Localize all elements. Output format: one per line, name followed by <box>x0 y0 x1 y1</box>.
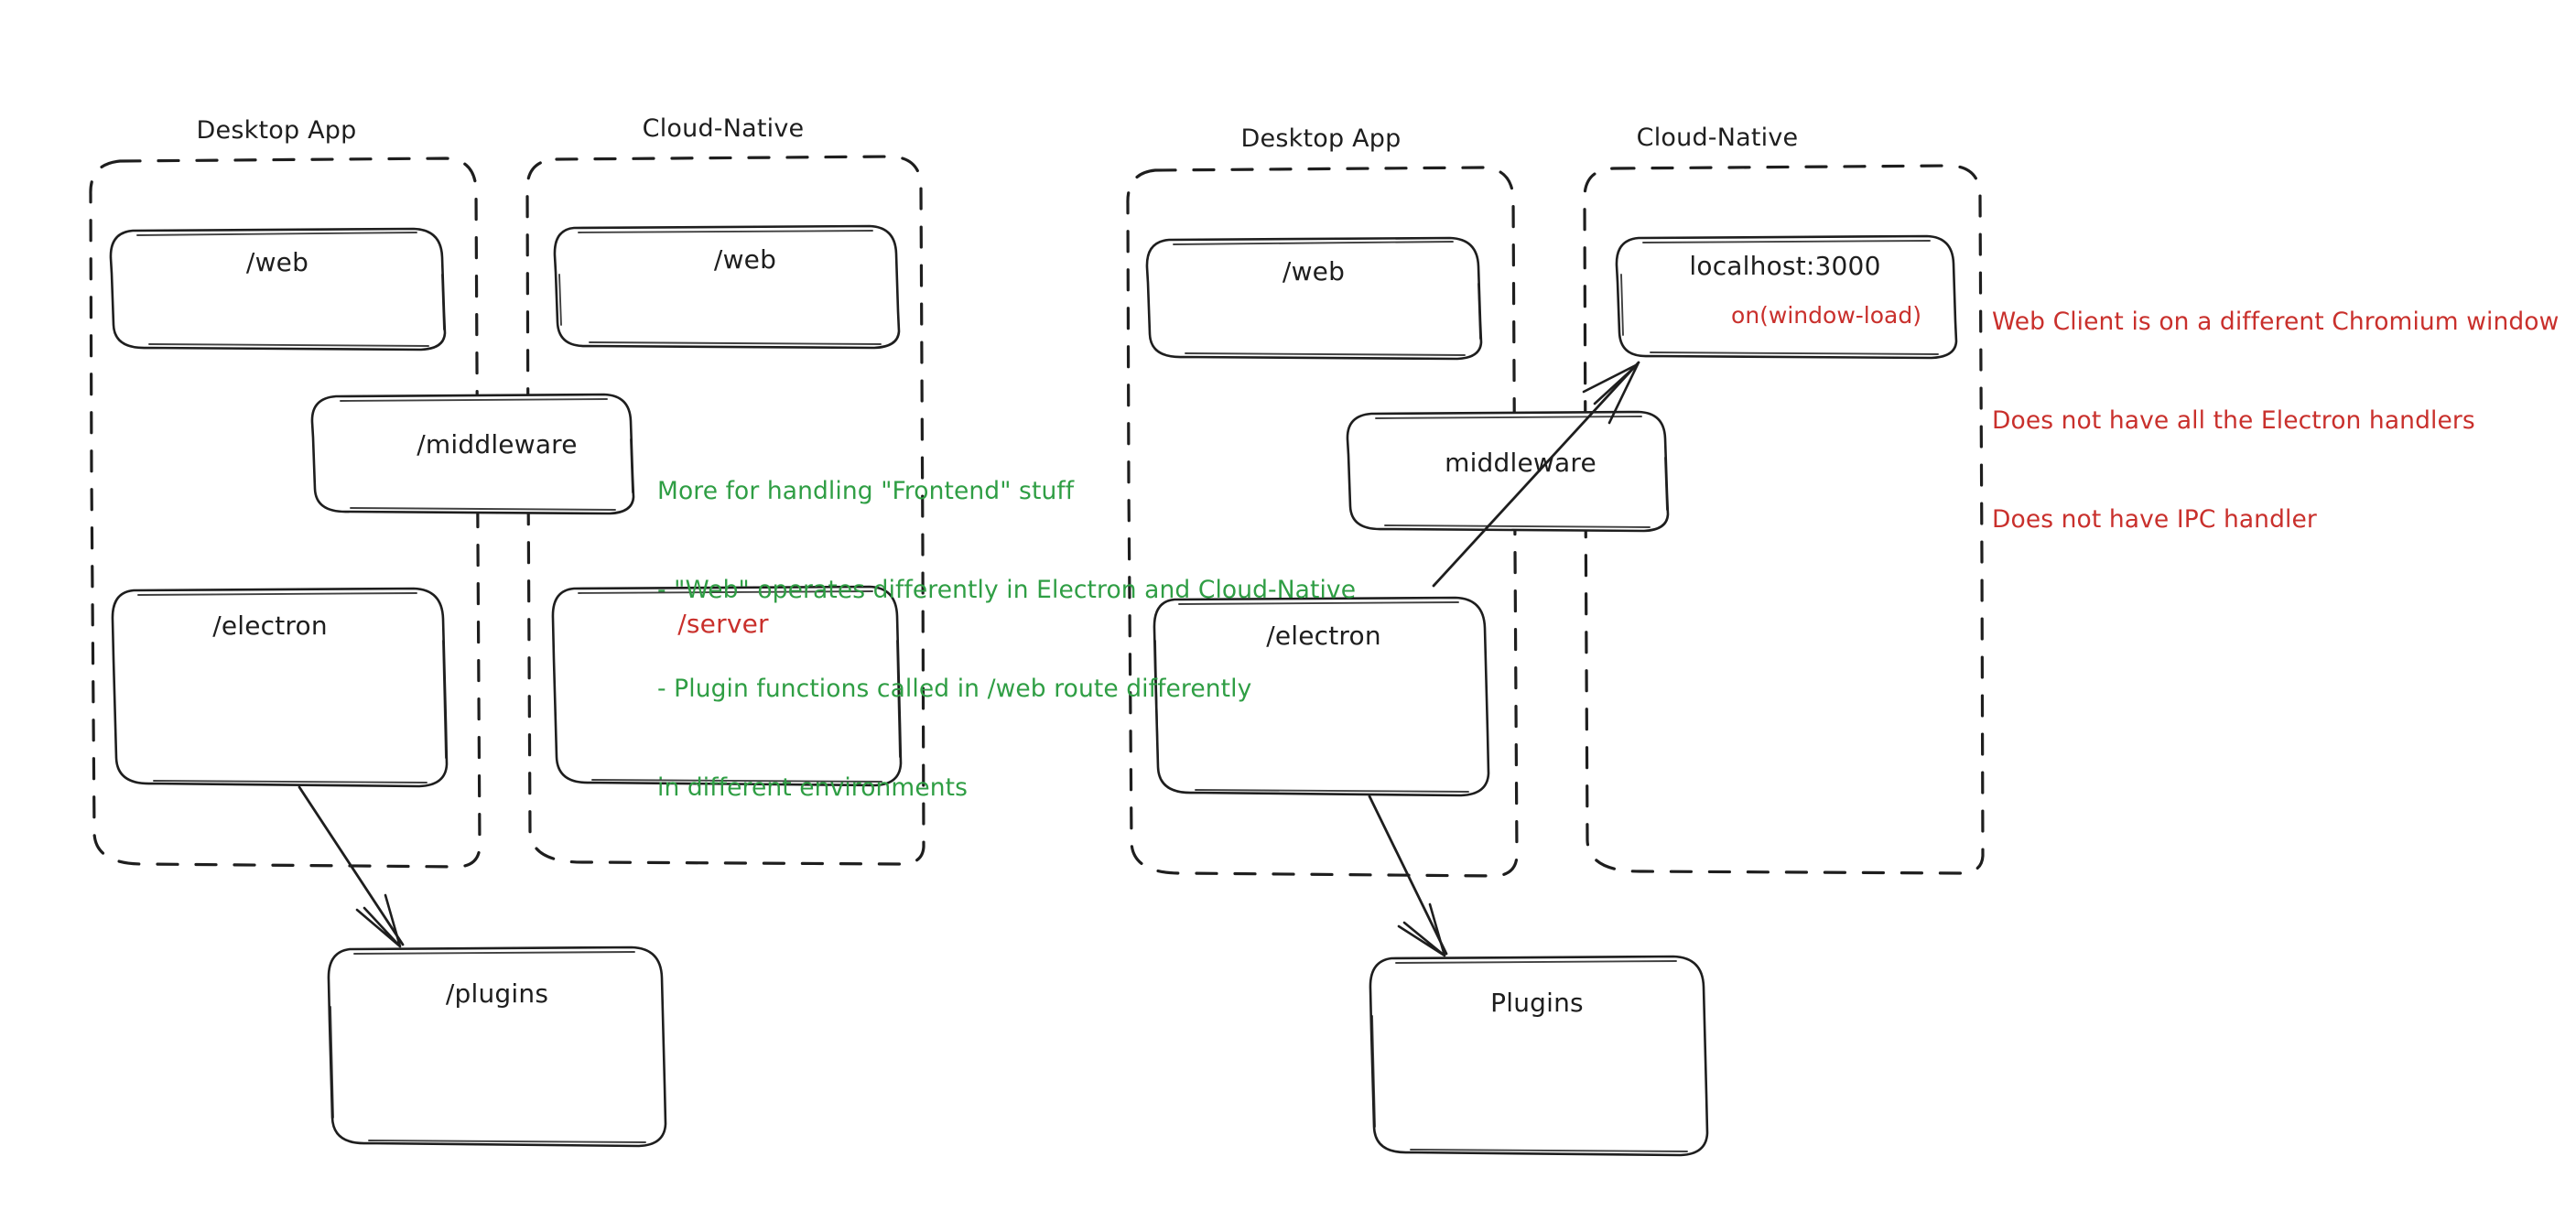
group-title-left-desktop: Desktop App <box>196 116 357 145</box>
arrow-right-electron-to-plugins <box>1368 794 1448 957</box>
annotation-red-line-3: Does not have IPC handler <box>1992 505 2317 535</box>
annotation-red-note: Web Client is on a different Chromium wi… <box>1992 240 2559 602</box>
annotation-red-line-1: Web Client is on a different Chromium wi… <box>1992 308 2560 337</box>
node-label-left-middleware: /middleware <box>417 429 578 459</box>
annotation-green-line-1: More for handling "Frontend" stuff <box>657 477 1075 506</box>
node-sublabel-right-localhost: on(window-load) <box>1731 302 1921 329</box>
annotation-green-line-2: - "Web" operates differently in Electron… <box>657 576 1357 605</box>
node-label-left-cloud-web: /web <box>713 244 777 275</box>
group-title-left-cloud: Cloud-Native <box>642 114 805 143</box>
annotation-red-line-2: Does not have all the Electron handlers <box>1992 406 2475 436</box>
node-label-left-electron: /electron <box>212 611 328 641</box>
annotation-green-line-4: in different environments <box>657 773 969 803</box>
node-label-left-server: /server <box>677 609 769 639</box>
node-label-right-desktop-web: /web <box>1282 256 1346 286</box>
group-title-right-cloud: Cloud-Native <box>1636 124 1799 152</box>
node-label-right-localhost: localhost:3000 <box>1689 251 1881 281</box>
node-label-right-electron: /electron <box>1266 621 1381 651</box>
arrow-left-electron-to-plugins <box>298 785 405 948</box>
node-label-left-desktop-web: /web <box>245 247 309 277</box>
node-label-right-middleware: middleware <box>1445 448 1596 478</box>
annotation-green-note: More for handling "Frontend" stuff - "We… <box>657 409 1356 870</box>
group-title-right-desktop: Desktop App <box>1240 124 1402 153</box>
node-label-right-plugins: Plugins <box>1490 988 1584 1018</box>
node-label-left-plugins: /plugins <box>445 978 549 1009</box>
annotation-green-line-3: - Plugin functions called in /web route … <box>657 675 1252 704</box>
